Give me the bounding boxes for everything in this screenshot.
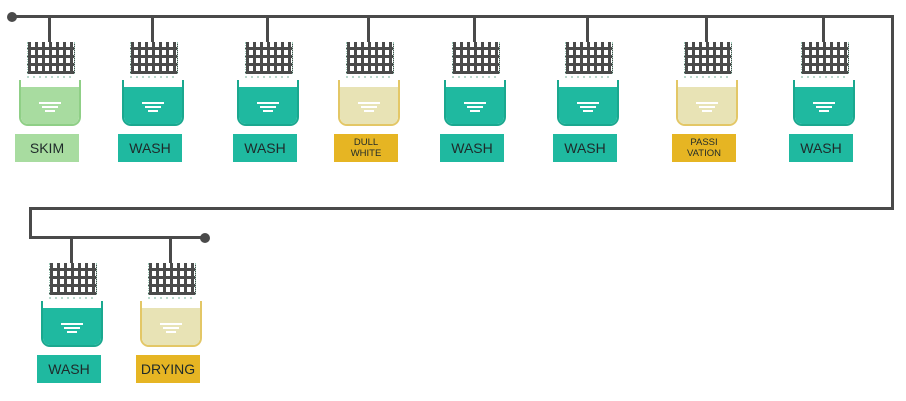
tank-icon	[41, 301, 103, 347]
station-label: WASH	[118, 134, 182, 162]
hanger-rod	[151, 18, 154, 42]
tank-icon	[237, 80, 299, 126]
drips-icon	[801, 76, 847, 78]
tank-icon	[19, 80, 81, 126]
station-label: WASH	[37, 355, 101, 383]
liquid-level-icon	[257, 102, 279, 114]
line-end-dot	[200, 233, 210, 243]
basket-icon	[130, 42, 178, 74]
bottom-rail	[29, 236, 204, 239]
station-label: DRYING	[136, 355, 200, 383]
drips-icon	[346, 76, 392, 78]
basket-icon	[49, 263, 97, 295]
tank-liquid	[142, 308, 200, 345]
basket-icon	[148, 263, 196, 295]
hanger-rod	[822, 18, 825, 42]
hanger-rod	[367, 18, 370, 42]
station-label: WASH	[553, 134, 617, 162]
basket-icon	[27, 42, 75, 74]
tank-icon	[793, 80, 855, 126]
tank-icon	[676, 80, 738, 126]
tank-liquid	[559, 87, 617, 124]
tank-liquid	[239, 87, 297, 124]
basket-icon	[565, 42, 613, 74]
hanger-rod	[473, 18, 476, 42]
basket-icon	[346, 42, 394, 74]
drips-icon	[565, 76, 611, 78]
basket-icon	[684, 42, 732, 74]
tank-icon	[122, 80, 184, 126]
drips-icon	[49, 297, 95, 299]
station-label: WASH	[789, 134, 853, 162]
drips-icon	[452, 76, 498, 78]
basket-icon	[801, 42, 849, 74]
tank-icon	[338, 80, 400, 126]
drips-icon	[684, 76, 730, 78]
hanger-rod	[70, 239, 73, 263]
hanger-rod	[266, 18, 269, 42]
return-rail	[29, 207, 894, 210]
hanger-rod	[169, 239, 172, 263]
liquid-level-icon	[813, 102, 835, 114]
tank-liquid	[446, 87, 504, 124]
liquid-level-icon	[39, 102, 61, 114]
hanger-rod	[705, 18, 708, 42]
basket-icon	[452, 42, 500, 74]
drips-icon	[130, 76, 176, 78]
top-rail	[10, 15, 894, 18]
basket-icon	[245, 42, 293, 74]
drips-icon	[148, 297, 194, 299]
station-label: WASH	[440, 134, 504, 162]
liquid-level-icon	[577, 102, 599, 114]
hanger-rod	[48, 18, 51, 42]
tank-icon	[557, 80, 619, 126]
right-rail	[891, 15, 894, 210]
tank-liquid	[795, 87, 853, 124]
liquid-level-icon	[696, 102, 718, 114]
tank-liquid	[678, 87, 736, 124]
drips-icon	[27, 76, 73, 78]
liquid-level-icon	[142, 102, 164, 114]
tank-liquid	[340, 87, 398, 124]
tank-liquid	[43, 308, 101, 345]
tank-liquid	[124, 87, 182, 124]
station-label: SKIM	[15, 134, 79, 162]
tank-icon	[444, 80, 506, 126]
station-label: WASH	[233, 134, 297, 162]
drips-icon	[245, 76, 291, 78]
hanger-rod	[586, 18, 589, 42]
liquid-level-icon	[358, 102, 380, 114]
liquid-level-icon	[464, 102, 486, 114]
tank-icon	[140, 301, 202, 347]
liquid-level-icon	[160, 323, 182, 335]
left-rail	[29, 207, 32, 239]
tank-liquid	[21, 87, 79, 124]
liquid-level-icon	[61, 323, 83, 335]
